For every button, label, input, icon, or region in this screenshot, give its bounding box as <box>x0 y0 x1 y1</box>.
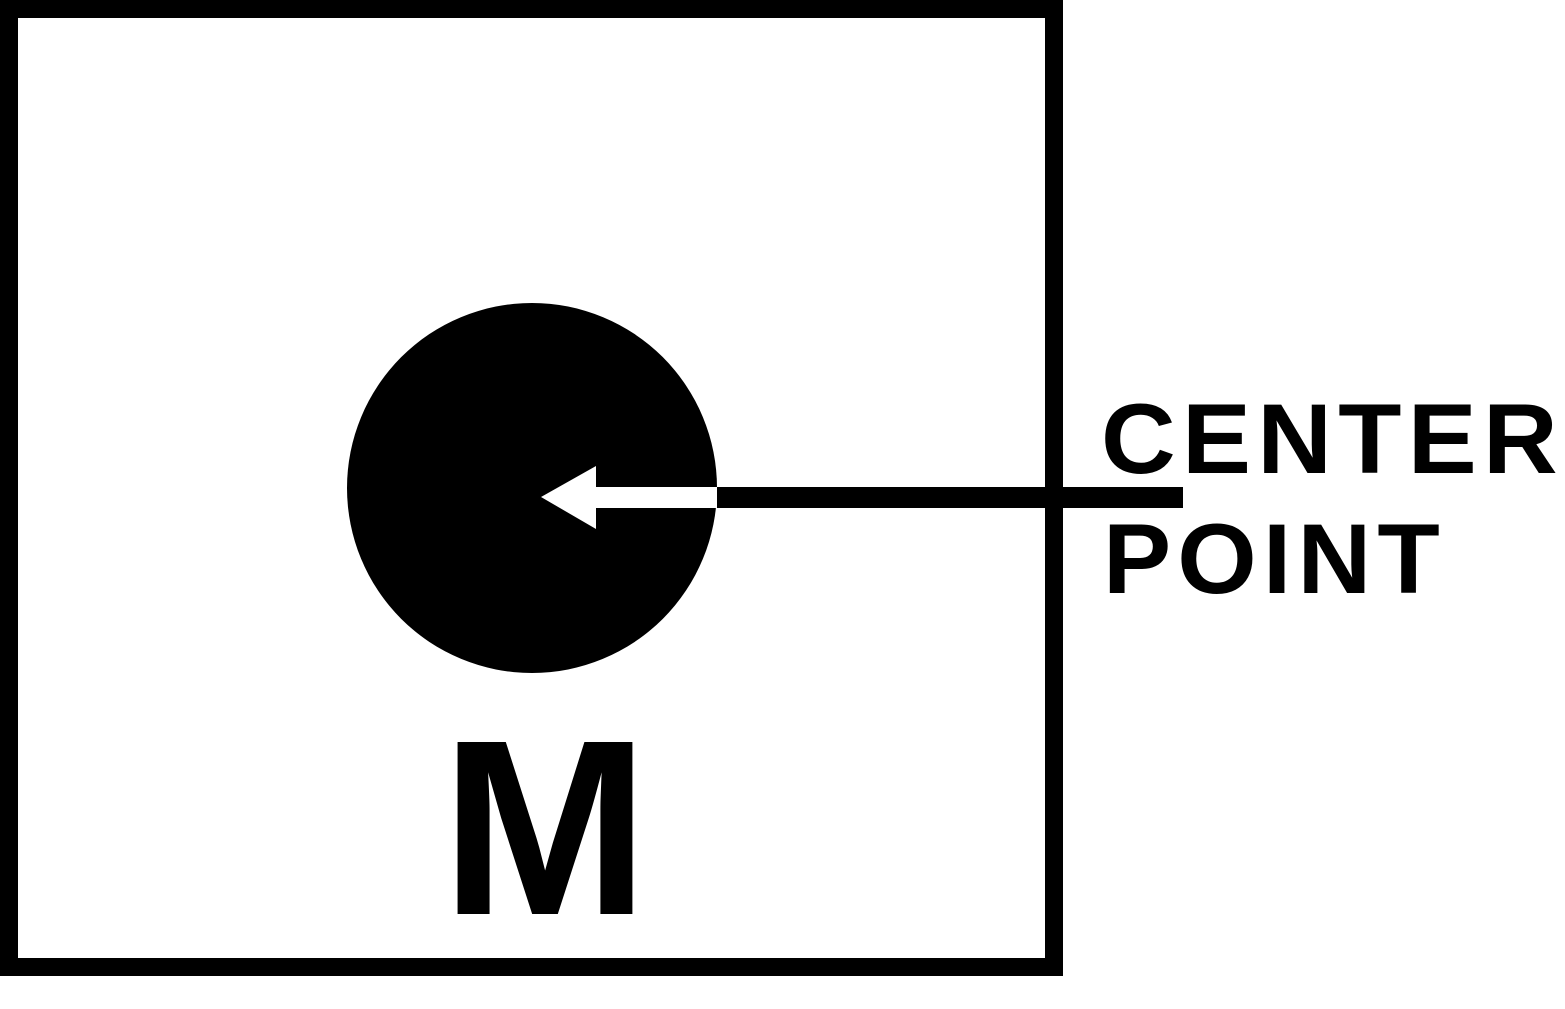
left-arrow-icon <box>541 466 717 529</box>
callout-line-1: CENTER <box>1101 383 1564 494</box>
leader-line <box>716 487 1183 508</box>
center-marker-circle <box>347 303 717 673</box>
callout-line-2: POINT <box>1103 503 1446 614</box>
arrow-shaft <box>596 487 717 508</box>
arrow-head <box>541 466 596 529</box>
symbol-letter: M <box>441 688 649 967</box>
